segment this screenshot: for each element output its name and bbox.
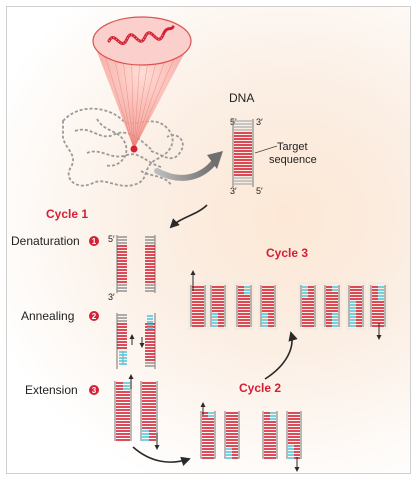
c3-box-4 bbox=[258, 282, 278, 330]
pcr-diagram: DNA 5′ 3′ 3′ 5′ Target sequence Cycle 1 … bbox=[11, 16, 388, 472]
c3-duplex-6 bbox=[324, 285, 340, 327]
c2-duplex-3 bbox=[262, 411, 278, 459]
c3-duplex-5 bbox=[300, 285, 316, 327]
step-denaturation-label: Denaturation bbox=[11, 234, 80, 248]
c3-box-1 bbox=[188, 282, 208, 330]
chromosome-tangle bbox=[62, 107, 184, 187]
sequence-label: sequence bbox=[269, 154, 317, 166]
step-badge-3-number: 3 bbox=[92, 386, 97, 395]
c1-denat-left bbox=[116, 235, 127, 293]
cycle1-label: Cycle 1 bbox=[46, 207, 88, 221]
c3-box-6 bbox=[322, 282, 342, 330]
c1-ext-right bbox=[140, 381, 158, 441]
step-badge-3 bbox=[89, 385, 99, 395]
step-badge-1-number: 1 bbox=[92, 237, 97, 246]
c3-box-8 bbox=[368, 282, 388, 330]
to-cycle1-arrow bbox=[169, 204, 208, 229]
to-cycle3-arrow bbox=[264, 331, 298, 380]
c3-box-3 bbox=[234, 282, 254, 330]
step-badge-2-number: 2 bbox=[92, 312, 97, 321]
c1-anneal-left bbox=[116, 313, 127, 369]
zoom-dna-duplex bbox=[232, 119, 254, 187]
cycle2-label: Cycle 2 bbox=[239, 381, 281, 395]
dna-5prime-bottom: 5′ bbox=[256, 186, 263, 196]
step-badge-2 bbox=[89, 311, 99, 321]
locus-dot bbox=[130, 145, 138, 153]
dna-label: DNA bbox=[229, 91, 254, 105]
c2-duplex-2 bbox=[224, 411, 240, 459]
diagram-frame: DNA 5′ 3′ 3′ 5′ Target sequence Cycle 1 … bbox=[6, 6, 411, 474]
dna-3prime-bottom: 3′ bbox=[230, 186, 237, 196]
target-label: Target bbox=[277, 141, 308, 153]
magnifier-cone bbox=[92, 16, 192, 153]
cycle3-label: Cycle 3 bbox=[266, 246, 308, 260]
c3-duplex-7 bbox=[348, 285, 364, 327]
c2-duplex-1 bbox=[200, 411, 216, 459]
c3-duplex-1 bbox=[190, 285, 206, 327]
c3-duplex-4 bbox=[260, 285, 276, 327]
c1-ext-left bbox=[114, 381, 132, 441]
step-annealing: Annealing 2 bbox=[21, 309, 99, 323]
step-badge-1 bbox=[89, 236, 99, 246]
step-annealing-label: Annealing bbox=[21, 309, 74, 323]
c3-box-7 bbox=[346, 282, 366, 330]
step-denaturation: Denaturation 1 bbox=[11, 234, 99, 248]
dna-helix-icon bbox=[107, 25, 175, 46]
c1-anneal-right bbox=[145, 313, 156, 369]
c3-box-5 bbox=[298, 282, 318, 330]
to-cycle2-arrow bbox=[132, 446, 191, 466]
step-extension: Extension 3 bbox=[25, 383, 99, 397]
zoom-arrow bbox=[154, 158, 218, 181]
strand-layer bbox=[114, 119, 388, 472]
c1-denat-right bbox=[145, 235, 156, 293]
c3-duplex-8 bbox=[370, 285, 386, 327]
dna-3prime-top: 3′ bbox=[256, 117, 263, 127]
c3-duplex-3 bbox=[236, 285, 252, 327]
c1-5prime: 5′ bbox=[108, 234, 115, 244]
c3-box-2 bbox=[208, 282, 228, 330]
c3-duplex-2 bbox=[210, 285, 226, 327]
step-extension-label: Extension bbox=[25, 383, 78, 397]
c2-duplex-4 bbox=[286, 411, 302, 459]
c1-3prime: 3′ bbox=[108, 292, 115, 302]
